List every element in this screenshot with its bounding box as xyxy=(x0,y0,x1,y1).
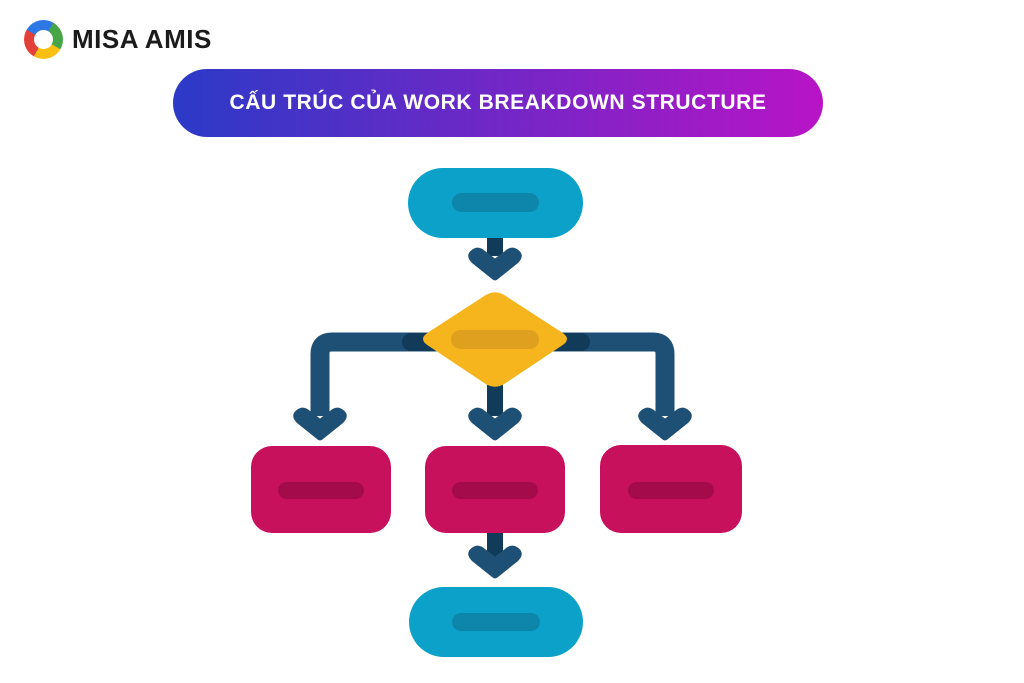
logo-text: MISA AMIS xyxy=(72,24,212,54)
end-node-label-bar xyxy=(452,613,540,631)
start-node-label-bar xyxy=(452,193,539,212)
task-node-label-bars xyxy=(278,482,714,499)
branch-connectors xyxy=(310,332,675,416)
title-banner: CẤU TRÚC CỦA WORK BREAKDOWN STRUCTURE xyxy=(173,69,823,137)
connector-decision-to-task-left xyxy=(310,332,495,416)
task-right-label-bar xyxy=(628,482,714,499)
decision-node-label-bar xyxy=(451,330,539,349)
connector-decision-to-task-right xyxy=(495,332,675,416)
misa-swirl-icon xyxy=(24,20,63,59)
stadium-node-label-bars xyxy=(452,193,540,631)
page-title: CẤU TRÚC CỦA WORK BREAKDOWN STRUCTURE xyxy=(229,91,767,114)
header: MISA AMIS xyxy=(24,20,212,59)
task-center-label-bar xyxy=(452,482,538,499)
task-left-label-bar xyxy=(278,482,364,499)
stub-task-center-exit xyxy=(487,526,503,560)
